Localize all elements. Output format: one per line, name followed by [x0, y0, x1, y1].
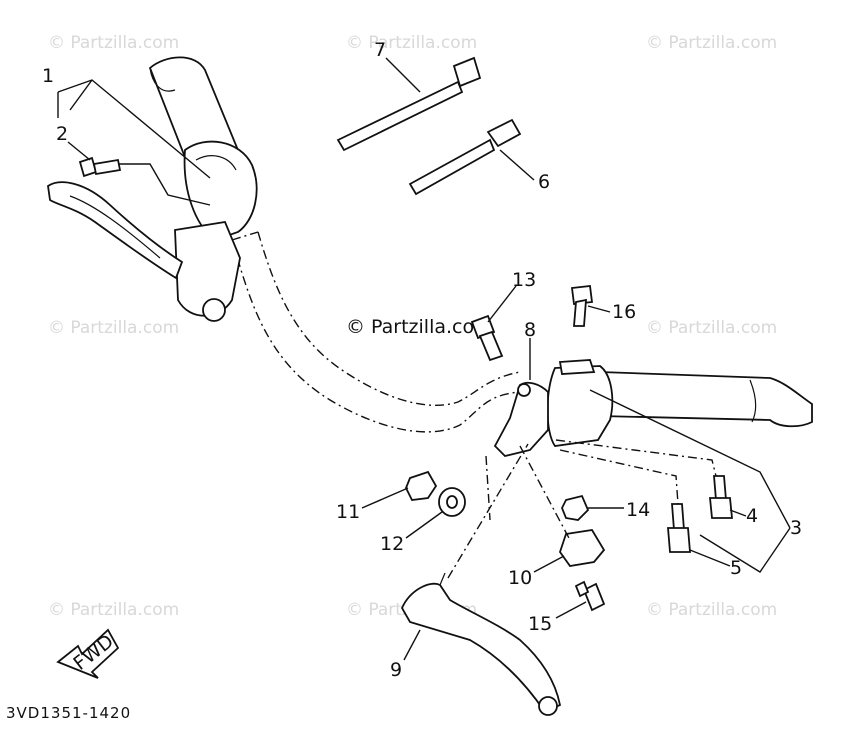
callout-6: 6 — [538, 171, 550, 193]
bolt-13 — [470, 314, 504, 362]
callout-1: 1 — [42, 65, 54, 87]
bolt-16 — [570, 285, 594, 327]
callout-12: 12 — [380, 533, 404, 555]
switch-10 — [559, 529, 606, 567]
watermark-top-center: © Partzilla.com — [346, 33, 477, 53]
watermark-mid-right: © Partzilla.com — [646, 318, 777, 338]
left-lever — [47, 181, 184, 280]
callout-3: 3 — [790, 517, 802, 539]
callout-9: 9 — [390, 659, 402, 681]
callout-numbers: 1 2 3 4 5 6 7 8 9 10 11 12 13 14 15 16 — [42, 39, 802, 681]
fwd-arrow-icon: FWD — [56, 628, 120, 679]
callout-7: 7 — [374, 39, 386, 61]
watermark-top-left: © Partzilla.com — [48, 33, 179, 53]
callout-14: 14 — [626, 499, 650, 521]
callout-13: 13 — [512, 269, 536, 291]
nut-11 — [405, 470, 438, 501]
watermark-bottom-left: © Partzilla.com — [48, 600, 179, 620]
leader-lines — [57, 57, 791, 661]
right-grip — [599, 371, 813, 428]
handlebar — [231, 231, 521, 433]
watermark-center: © Partzilla.com — [346, 316, 493, 338]
callout-11: 11 — [336, 501, 360, 523]
cable-tie-6 — [408, 118, 522, 196]
callout-5: 5 — [730, 557, 742, 579]
watermark-top-right: © Partzilla.com — [646, 33, 777, 53]
cable-tie-7 — [336, 56, 482, 152]
callout-4: 4 — [746, 505, 758, 527]
callout-2: 2 — [56, 123, 68, 145]
washer-12 — [438, 487, 466, 517]
right-switch-assembly — [493, 359, 614, 457]
screw-15 — [574, 580, 606, 612]
nut-14 — [561, 494, 590, 521]
callout-10: 10 — [508, 567, 532, 589]
screw-5 — [667, 503, 691, 553]
lever-9 — [400, 572, 562, 716]
callout-16: 16 — [612, 301, 636, 323]
screw-4 — [709, 475, 733, 519]
left-grip-assembly — [148, 56, 258, 322]
callout-8: 8 — [524, 319, 536, 341]
watermark-mid-left: © Partzilla.com — [48, 318, 179, 338]
diagram-code: 3VD1351-1420 — [6, 704, 131, 722]
watermark-bottom-right: © Partzilla.com — [646, 600, 777, 620]
callout-15: 15 — [528, 613, 552, 635]
screw-2 — [78, 156, 122, 178]
